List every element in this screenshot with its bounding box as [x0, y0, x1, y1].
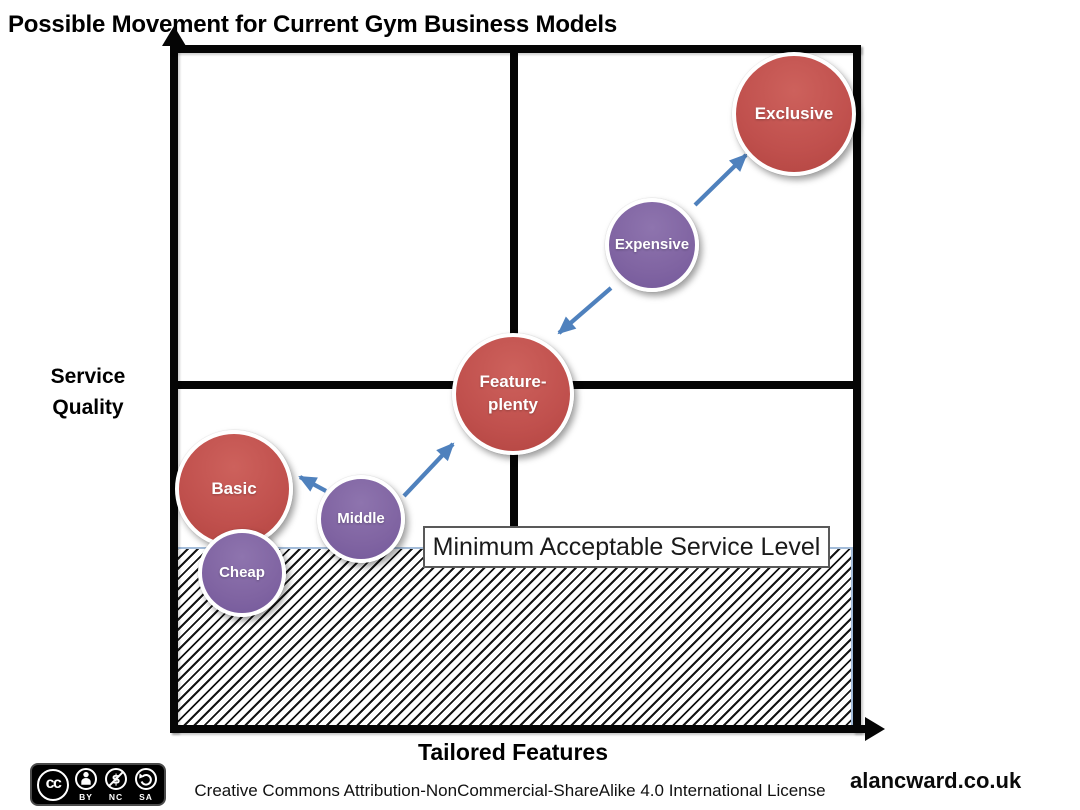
license-text: Creative Commons Attribution-NonCommerci…: [194, 781, 826, 800]
bubble-exclusive-label: Exclusive: [754, 103, 834, 123]
bubble-exclusive: Exclusive: [732, 52, 856, 176]
y-axis-line: [170, 38, 178, 733]
minimum-service-level-label: Minimum Acceptable Service Level: [432, 532, 821, 561]
bubble-basic: Basic: [175, 430, 293, 548]
x-axis-line: [170, 725, 868, 733]
x-axis-arrowhead-icon: [865, 717, 885, 741]
bubble-feature-plenty-label: Feature- plenty: [479, 372, 547, 414]
diagram-title: Possible Movement for Current Gym Busine…: [8, 11, 618, 38]
arrow-expensive-to-exclusive: [693, 153, 748, 207]
arrow-middle-to-featureplenty: [402, 442, 455, 498]
cc-nc-label: NC: [108, 792, 124, 802]
bubble-expensive-label: Expensive: [614, 235, 690, 253]
matrix-right-border: [853, 45, 861, 733]
cc-by-label: BY: [79, 792, 93, 802]
bubble-basic-label: Basic: [211, 478, 257, 498]
arrow-middle-to-basic: [298, 475, 327, 493]
bubble-cheap: Cheap: [198, 529, 286, 617]
bubble-expensive: Expensive: [605, 198, 699, 292]
cc-license-badge: cc BY $ NC SA: [30, 763, 166, 806]
cc-nc-dollar-icon: $: [105, 768, 127, 790]
cc-sa-label: SA: [139, 792, 153, 802]
y-axis-arrowhead-icon: [162, 26, 186, 46]
cc-nc-column: $ NC: [103, 767, 129, 802]
site-attribution: alancward.co.uk: [850, 768, 1022, 793]
cc-by-column: BY: [73, 767, 99, 802]
bubble-middle: Middle: [317, 475, 405, 563]
bubble-middle-label: Middle: [337, 509, 385, 527]
cc-logo-icon: cc: [37, 768, 69, 801]
cc-sa-sharealike-icon: [135, 768, 157, 790]
x-axis-label: Tailored Features: [417, 739, 609, 765]
minimum-service-level-box: Minimum Acceptable Service Level: [423, 526, 830, 568]
arrow-expensive-to-featureplenty: [557, 286, 613, 335]
cc-by-person-icon: [75, 768, 97, 790]
bubble-cheap-label: Cheap: [219, 563, 265, 581]
y-axis-label: Service Quality: [50, 365, 126, 419]
matrix-top-border: [170, 45, 861, 53]
bubble-feature-plenty: Feature- plenty: [452, 333, 574, 455]
cc-sa-column: SA: [133, 767, 159, 802]
